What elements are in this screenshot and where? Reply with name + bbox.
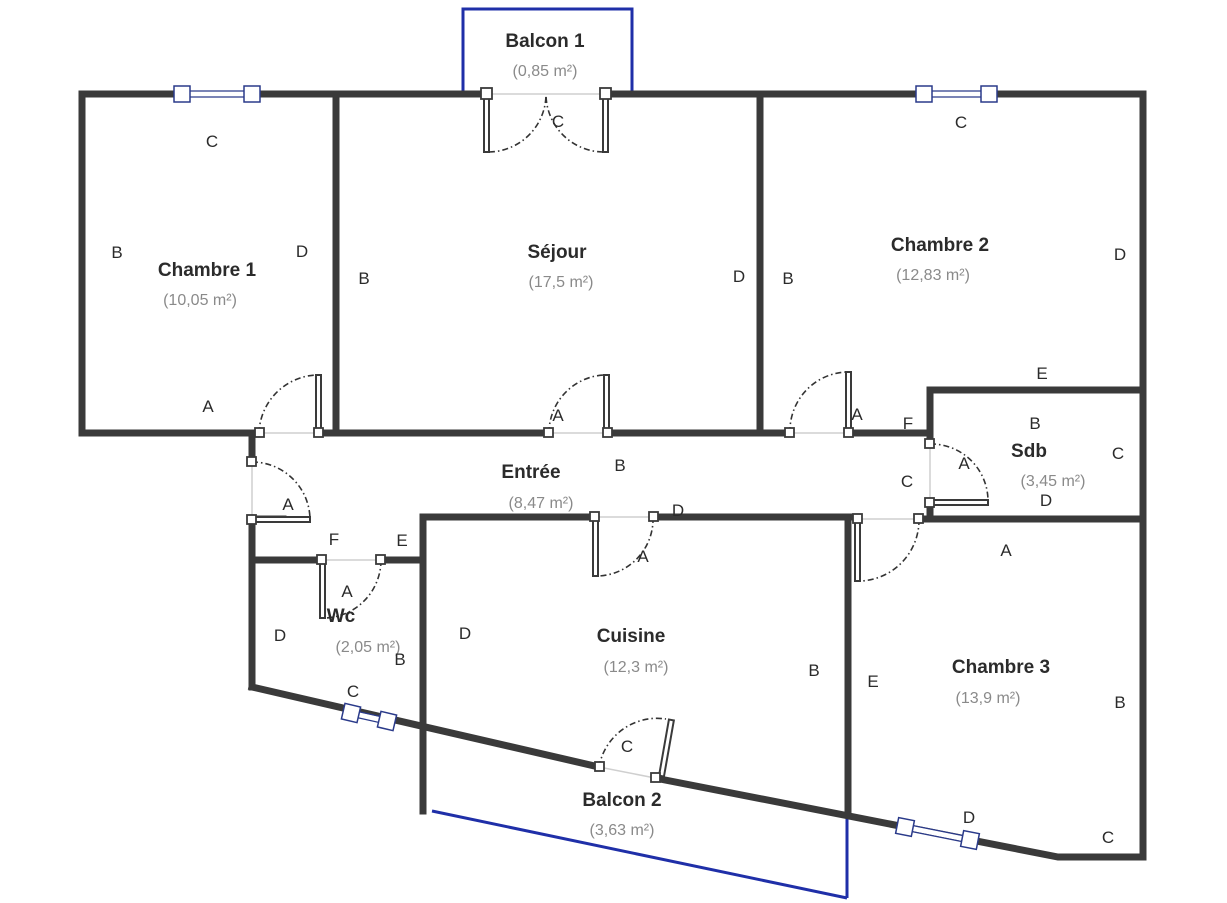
side-label: D [963,808,975,827]
room-labels: Chambre 1 (10,05 m²) Séjour (17,5 m²) Ch… [158,31,1086,839]
side-label: D [1040,491,1052,510]
room-area-chambre-2: (12,83 m²) [896,267,970,284]
room-area-sejour: (17,5 m²) [529,274,594,291]
side-label: A [552,406,564,425]
side-label: F [329,530,339,549]
side-label: B [358,269,369,288]
door-chambre3 [854,520,861,582]
side-label: A [958,454,970,473]
door-cuisine [592,518,599,577]
window-chambre1-left [173,85,191,103]
window-wc-right [376,710,398,732]
wall-bottom-slant-2 [650,773,1147,861]
window-chambre2-right [980,85,998,103]
side-label: B [614,456,625,475]
room-name-sdb: Sdb [1011,441,1047,462]
side-label: C [901,472,913,491]
room-area-chambre-1: (10,05 m²) [163,292,237,309]
side-label: B [782,269,793,288]
door-entree [253,516,311,523]
side-label: B [111,243,122,262]
side-label: D [296,242,308,261]
door-chambre1 [315,374,322,432]
side-label: D [459,624,471,643]
room-name-sejour: Séjour [527,242,587,263]
side-label: C [1102,828,1114,847]
window-chambre3-right [959,829,981,851]
side-label: D [733,267,745,286]
side-label: A [202,397,214,416]
side-label: A [637,547,649,566]
side-label: D [672,501,684,520]
room-area-balcon-2: (3,63 m²) [590,822,655,839]
room-name-cuisine: Cuisine [597,626,666,647]
room-area-wc: (2,05 m²) [336,639,401,656]
side-label: B [808,661,819,680]
side-label: C [206,132,218,151]
side-label: C [347,682,359,701]
room-area-entree: (8,47 m²) [509,495,574,512]
room-name-wc: Wc [327,606,356,627]
balcony-outlines [431,7,849,900]
door-sdb [931,499,989,506]
wall-side-labels: C B D A C B D A C B D A E F B C C A D B … [111,112,1126,847]
door-balcon1-right [602,95,609,153]
wall-left-chambre1 [78,90,256,437]
windows [173,85,998,851]
side-label: A [282,495,294,514]
side-label: E [396,531,407,550]
walls [78,90,1147,861]
room-area-balcon-1: (0,85 m²) [513,63,578,80]
side-label: C [621,737,633,756]
window-chambre3-left [894,816,916,838]
side-label: A [341,582,353,601]
room-name-chambre-3: Chambre 3 [952,657,1050,678]
door-balcon1-left [483,95,490,153]
door-balcon2 [657,718,676,778]
room-name-balcon-1: Balcon 1 [505,31,585,52]
door-chambre2 [845,371,852,431]
room-name-chambre-1: Chambre 1 [158,260,257,281]
side-label: C [955,113,967,132]
window-chambre1-right [243,85,261,103]
door-wc [319,561,326,619]
side-label: A [851,405,863,424]
room-area-sdb: (3,45 m²) [1021,473,1086,490]
door-sejour [603,374,610,432]
room-area-chambre-3: (13,9 m²) [956,690,1021,707]
side-label: E [1036,364,1047,383]
side-label: F [903,414,913,433]
side-label: A [1000,541,1012,560]
side-label: E [867,672,878,691]
side-label: D [274,626,286,645]
side-label: D [1114,245,1126,264]
side-label: B [1029,414,1040,433]
side-label: C [1112,444,1124,463]
balcon-2-outline [431,809,848,900]
doors [246,87,989,783]
window-wc-left [340,702,362,724]
balcon-1-outline [461,7,634,93]
wall-bottom-slant-1 [247,682,604,772]
room-area-cuisine: (12,3 m²) [604,659,669,676]
window-chambre2-left [915,85,933,103]
room-name-balcon-2: Balcon 2 [582,790,661,811]
side-label: C [552,112,564,131]
side-label: B [1114,693,1125,712]
side-label: B [394,650,405,669]
room-name-chambre-2: Chambre 2 [891,235,989,256]
room-name-entree: Entrée [501,462,560,483]
